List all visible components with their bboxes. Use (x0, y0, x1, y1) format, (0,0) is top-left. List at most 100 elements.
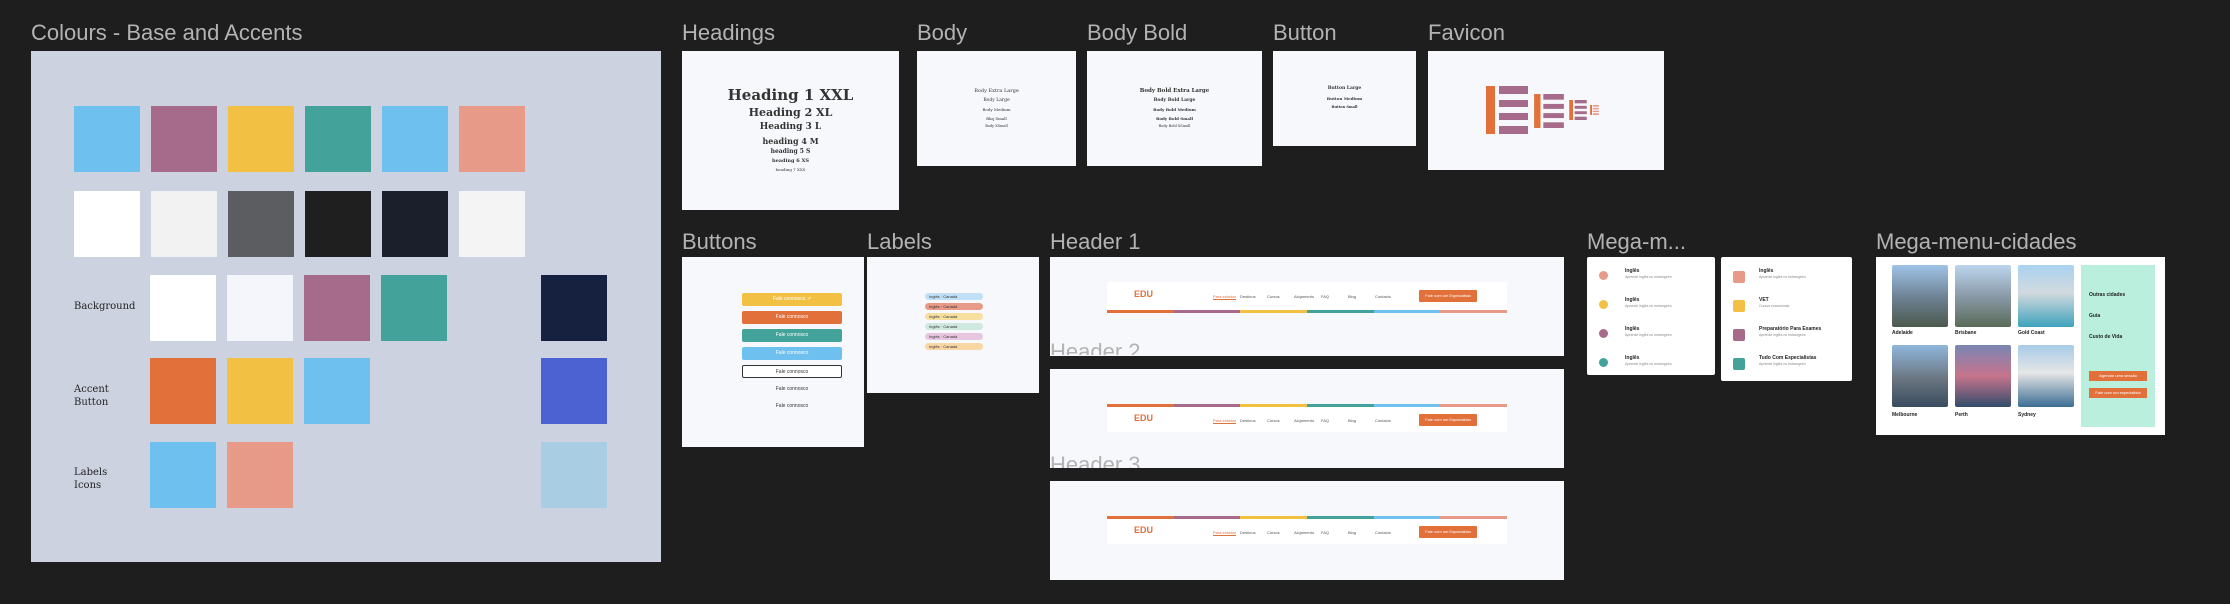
nav-item[interactable]: FAQ (1321, 294, 1330, 299)
nav-item[interactable]: Alojamento (1294, 418, 1315, 423)
city-name-sydney[interactable]: Sydney (2018, 412, 2036, 418)
colour-swatch[interactable] (459, 106, 525, 172)
background-swatch[interactable] (541, 275, 607, 341)
label-swatch[interactable] (227, 442, 293, 508)
colour-swatch[interactable] (151, 106, 217, 172)
colour-swatch[interactable] (228, 191, 294, 257)
city-image-melbourne[interactable] (1892, 345, 1948, 407)
city-name-brisbane[interactable]: Brisbane (1955, 330, 1977, 336)
header-1-frame[interactable]: EDU Fale com um Especialista Para estuda… (1050, 257, 1564, 356)
nav-item[interactable]: Contacto (1375, 418, 1392, 423)
button-teal[interactable]: Fale connosco (742, 329, 842, 342)
nav-item[interactable]: Destinos (1240, 294, 1256, 299)
button-blue[interactable]: Fale connosco (742, 347, 842, 360)
frame-title-labels[interactable]: Labels (867, 229, 932, 254)
city-image-adelaide[interactable] (1892, 265, 1948, 327)
nav-item[interactable]: Contacto (1375, 294, 1392, 299)
nav-item[interactable]: Para estudar (1213, 530, 1236, 536)
colour-swatch[interactable] (459, 191, 525, 257)
frame-title-favicon[interactable]: Favicon (1428, 20, 1506, 45)
colour-swatch[interactable] (74, 106, 140, 172)
nav-item[interactable]: FAQ (1321, 530, 1330, 535)
nav-item[interactable]: Cursos (1267, 418, 1280, 423)
body-frame[interactable]: Body Extra Large Body Large Body Medium … (917, 51, 1076, 166)
button-link[interactable]: Fale connosco (775, 403, 809, 409)
city-image-gold-coast[interactable] (2018, 265, 2074, 327)
frame-title-headings[interactable]: Headings (682, 20, 775, 45)
background-swatch[interactable] (381, 275, 447, 341)
colour-swatch[interactable] (305, 106, 371, 172)
frame-title-megamenu[interactable]: Mega-m... (1587, 229, 1687, 254)
header-logo[interactable]: EDU (1134, 289, 1154, 299)
nav-item[interactable]: Alojamento (1294, 294, 1315, 299)
headings-frame[interactable]: Heading 1 XXL Heading 2 XL Heading 3 L h… (682, 51, 899, 210)
colour-swatch[interactable] (382, 191, 448, 257)
nav-item[interactable]: Blog (1348, 530, 1357, 535)
side-button-agendar[interactable]: Agendar uma sessão (2089, 371, 2147, 381)
accent-swatch[interactable] (227, 358, 293, 424)
header-cta-button[interactable]: Fale com um Especialista (1419, 290, 1477, 302)
colour-swatch[interactable] (305, 191, 371, 257)
city-image-sydney[interactable] (2018, 345, 2074, 407)
header-logo[interactable]: EDU (1134, 525, 1154, 535)
frame-title-colours[interactable]: Colours - Base and Accents (31, 20, 303, 45)
nav-item[interactable]: Blog (1348, 418, 1357, 423)
frame-title-header-1[interactable]: Header 1 (1050, 229, 1141, 254)
nav-item[interactable]: Destinos (1240, 418, 1256, 423)
nav-item[interactable]: Contacto (1375, 530, 1392, 535)
side-title-custo[interactable]: Custo de Vida (2089, 334, 2123, 340)
nav-item[interactable]: Destinos (1240, 530, 1256, 535)
megamenu-cidades-frame[interactable]: Adelaide Brisbane Gold Coast Melbourne P… (1876, 257, 2165, 435)
city-name-gold-coast[interactable]: Gold Coast (2018, 330, 2045, 336)
label-swatch[interactable] (541, 442, 607, 508)
header-2-frame[interactable]: EDU Fale com um Especialista Para estuda… (1050, 369, 1564, 468)
city-image-perth[interactable] (1955, 345, 2011, 407)
button-outline[interactable]: Fale connosco (742, 365, 842, 378)
nav-item[interactable]: Cursos (1267, 530, 1280, 535)
colour-swatch[interactable] (228, 106, 294, 172)
nav-item[interactable]: Para estudar (1213, 294, 1236, 300)
frame-title-megamenu-cidades[interactable]: Mega-menu-cidades (1876, 229, 2077, 254)
city-name-perth[interactable]: Perth (1955, 412, 1968, 418)
body-bold-frame[interactable]: Body Bold Extra Large Body Bold Large Bo… (1087, 51, 1262, 166)
side-button-especialista[interactable]: Fale com um especialista (2089, 388, 2147, 398)
frame-title-header-3[interactable]: Header 3 (1050, 452, 1141, 468)
frame-title-button[interactable]: Button (1273, 20, 1337, 45)
background-swatch[interactable] (304, 275, 370, 341)
button-frame[interactable]: Button Large Button Medium Button Small (1273, 51, 1416, 146)
favicon-frame[interactable] (1428, 51, 1664, 170)
header-cta-button[interactable]: Fale com um Especialista (1419, 414, 1477, 426)
header-3-frame[interactable]: EDU Fale com um Especialista Para estuda… (1050, 481, 1564, 580)
button-text[interactable]: Fale connosco (775, 386, 809, 392)
side-title-guia[interactable]: Guia (2089, 313, 2101, 319)
colour-swatch[interactable] (382, 106, 448, 172)
background-swatch[interactable] (227, 275, 293, 341)
label-swatch[interactable] (150, 442, 216, 508)
nav-item[interactable]: FAQ (1321, 418, 1330, 423)
frame-title-buttons[interactable]: Buttons (682, 229, 757, 254)
accent-swatch[interactable] (150, 358, 216, 424)
frame-title-body[interactable]: Body (917, 20, 968, 45)
nav-item[interactable]: Para estudar (1213, 418, 1236, 424)
side-title-outras[interactable]: Outras cidades (2089, 292, 2126, 298)
frame-title-header-2[interactable]: Header 2 (1050, 339, 1141, 355)
colour-swatch[interactable] (151, 191, 217, 257)
button-orange[interactable]: Fale connosco (742, 311, 842, 324)
city-image-brisbane[interactable] (1955, 265, 2011, 327)
header-cta-button[interactable]: Fale com um Especialista (1419, 526, 1477, 538)
accent-swatch[interactable] (304, 358, 370, 424)
city-name-adelaide[interactable]: Adelaide (1892, 330, 1913, 336)
colour-swatch[interactable] (74, 191, 140, 257)
header-logo[interactable]: EDU (1134, 413, 1154, 423)
